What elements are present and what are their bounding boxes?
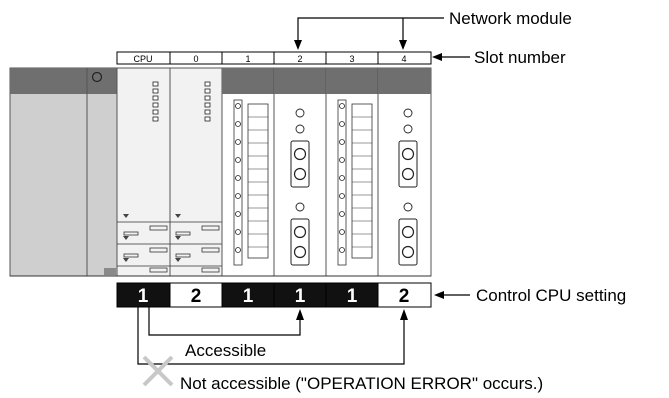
accessible-arrow xyxy=(296,309,304,320)
not-accessible-arrow xyxy=(400,309,408,320)
slot-number-label: Slot number xyxy=(474,48,566,67)
slot-label-1: 1 xyxy=(245,54,250,64)
network-module-slot2 xyxy=(273,67,327,277)
ctl-value-4: 2 xyxy=(399,286,410,307)
ctl-value-2: 1 xyxy=(295,286,306,307)
network-arrow-slot4 xyxy=(399,40,407,50)
ctl-cell-4 xyxy=(377,282,432,308)
control-cpu-row: 1 2 1 1 1 2 xyxy=(116,282,432,308)
slot-label-0: 0 xyxy=(193,54,198,64)
ctl-value-1: 1 xyxy=(243,286,254,307)
power-supply-module xyxy=(9,67,118,277)
ctl-cell-0 xyxy=(169,282,223,308)
ctl-value-3: 1 xyxy=(347,286,358,307)
ctl-cell-2 xyxy=(273,282,327,308)
accessible-path xyxy=(148,307,301,336)
cpu-module xyxy=(116,67,171,277)
ctl-value-cpu: 1 xyxy=(138,286,149,307)
control-cpu-label: Control CPU setting xyxy=(476,286,626,305)
ctl-cell-3 xyxy=(325,282,379,308)
slot-number-arrow xyxy=(432,53,442,61)
network-arrow-slot2 xyxy=(294,40,302,50)
slot-label-3: 3 xyxy=(349,54,354,64)
cpu-module-2 xyxy=(169,67,223,277)
network-module-slot4 xyxy=(377,67,432,277)
io-module-slot1 xyxy=(221,67,275,277)
not-accessible-path xyxy=(137,307,405,365)
ctl-value-0: 2 xyxy=(191,286,202,307)
accessible-label: Accessible xyxy=(185,341,266,360)
power-led-icon xyxy=(91,71,103,83)
slot-label-2: 2 xyxy=(297,54,302,64)
not-accessible-label: Not accessible ("OPERATION ERROR" occurs… xyxy=(180,374,543,393)
control-cpu-arrow xyxy=(434,291,444,299)
slot-label-cpu: CPU xyxy=(133,54,152,64)
ctl-cell-cpu xyxy=(116,282,171,308)
network-module-bracket xyxy=(297,17,444,48)
io-module-slot3 xyxy=(325,67,379,277)
cross-icon xyxy=(142,355,174,387)
slot-label-4: 4 xyxy=(401,54,406,64)
slot-number-row: CPU 0 1 2 3 4 xyxy=(116,51,432,65)
network-module-label: Network module xyxy=(449,9,572,28)
